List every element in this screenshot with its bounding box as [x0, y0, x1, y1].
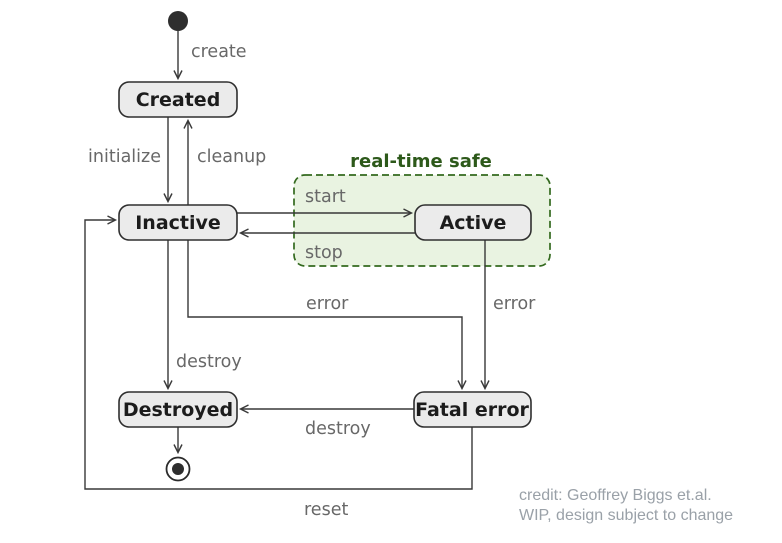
state-fatal-error-box [413, 391, 532, 428]
transition-label-cleanup: cleanup [197, 147, 266, 167]
state-created-box [118, 81, 238, 118]
state-destroyed-box [118, 391, 238, 428]
state-created: Created [118, 81, 238, 118]
edge-reset [84, 215, 473, 490]
state-destroyed-label: Destroyed [123, 399, 233, 421]
transition-label-create: create [191, 42, 247, 62]
transition-label-initialize: initialize [88, 147, 161, 167]
state-active-box [414, 204, 532, 241]
transition-label-error-active: error [493, 294, 536, 314]
state-fatal-error-label: Fatal error [415, 399, 529, 421]
transition-label-destroy-inactive: destroy [176, 352, 242, 372]
state-active-label: Active [440, 212, 507, 234]
transition-label-reset: reset [304, 500, 348, 520]
credit-line-2: WIP, design subject to change [519, 507, 734, 524]
state-inactive-box [118, 204, 238, 241]
initial-state-icon [168, 11, 188, 31]
credit-note: credit: Geoffrey Biggs et.al. WIP, desig… [519, 486, 733, 526]
final-state-icon [165, 456, 191, 482]
state-inactive: Inactive [118, 204, 238, 241]
realtime-safe-region-label: real-time safe [350, 151, 492, 172]
transition-label-destroy-fatal: destroy [305, 419, 371, 439]
credit-line-1: credit: Geoffrey Biggs et.al. [519, 487, 712, 504]
state-active: Active [414, 204, 532, 241]
state-fatal-error: Fatal error [413, 391, 532, 428]
transition-label-error-inactive: error [306, 294, 349, 314]
state-destroyed: Destroyed [118, 391, 238, 428]
transition-label-stop: stop [305, 243, 343, 263]
transition-label-start: start [305, 187, 346, 207]
state-inactive-label: Inactive [135, 212, 221, 234]
edge-error-from-inactive [187, 240, 467, 391]
final-state-inner-dot [172, 463, 184, 475]
state-created-label: Created [136, 89, 221, 111]
